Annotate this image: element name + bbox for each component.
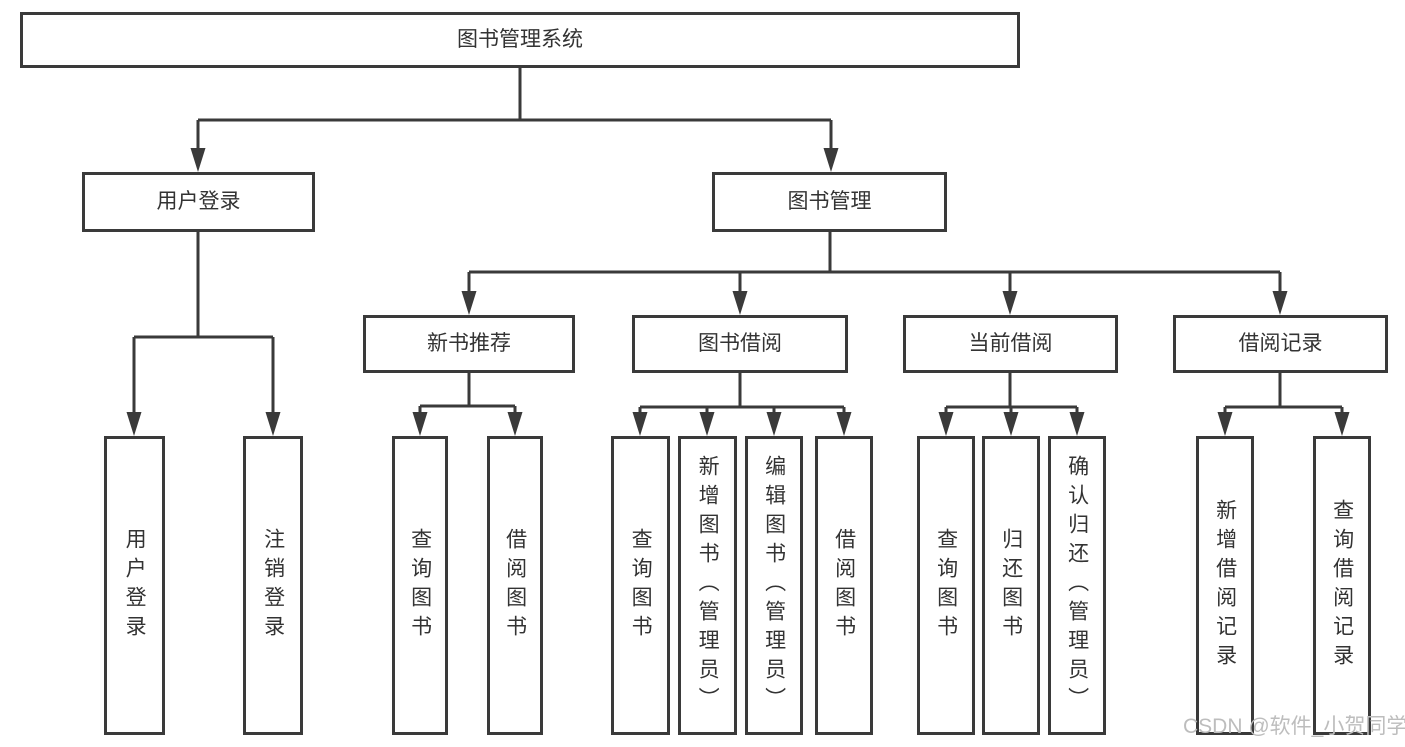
tree-connector-path xyxy=(132,68,1344,414)
arrow-down-icon xyxy=(190,148,206,172)
node-label: 借阅图书 xyxy=(832,527,856,644)
leaf-query-books-2: 查询图书 xyxy=(611,436,670,735)
node-label: 用户登录 xyxy=(156,190,241,214)
leaf-edit-book-admin: 编辑图书（管理员） xyxy=(745,436,803,735)
leaf-add-borrow-record: 新增借阅记录 xyxy=(1196,436,1254,735)
node-book-borrowing: 图书借阅 xyxy=(632,315,848,373)
node-label: 新增借阅记录 xyxy=(1213,498,1237,673)
node-label: 查询图书 xyxy=(629,527,653,644)
arrow-down-icon xyxy=(412,412,428,436)
leaf-confirm-return-admin: 确认归还（管理员） xyxy=(1048,436,1106,735)
arrow-down-icon xyxy=(507,412,523,436)
leaf-logout: 注销登录 xyxy=(243,436,303,735)
leaf-query-books-1: 查询图书 xyxy=(392,436,448,735)
arrow-down-icon xyxy=(1003,412,1019,436)
node-label: 新书推荐 xyxy=(427,332,511,356)
node-label: 确认归还（管理员） xyxy=(1065,455,1089,716)
leaf-return-book: 归还图书 xyxy=(982,436,1040,735)
arrow-down-icon xyxy=(632,412,648,436)
arrow-down-icon xyxy=(732,291,748,315)
node-borrowing-records: 借阅记录 xyxy=(1173,315,1388,373)
node-label: 编辑图书（管理员） xyxy=(762,455,786,716)
node-new-book-recommend: 新书推荐 xyxy=(363,315,575,373)
node-current-borrowing: 当前借阅 xyxy=(903,315,1118,373)
leaf-query-borrow-record: 查询借阅记录 xyxy=(1313,436,1371,735)
arrow-down-icon xyxy=(1272,291,1288,315)
arrow-down-icon xyxy=(461,291,477,315)
csdn-watermark: CSDN @软件_小贺同学 xyxy=(1183,715,1405,738)
arrow-down-icon xyxy=(1002,291,1018,315)
node-book-management: 图书管理 xyxy=(712,172,947,232)
node-label: 图书借阅 xyxy=(698,332,782,356)
node-label: 图书管理系统 xyxy=(457,28,583,52)
node-label: 归还图书 xyxy=(999,527,1023,644)
arrow-down-icon xyxy=(938,412,954,436)
leaf-borrow-books-2: 借阅图书 xyxy=(815,436,873,735)
node-label: 借阅记录 xyxy=(1238,332,1323,356)
node-label: 查询图书 xyxy=(934,527,958,644)
arrow-down-icon xyxy=(699,412,715,436)
node-label: 查询图书 xyxy=(408,527,432,644)
leaf-query-books-3: 查询图书 xyxy=(917,436,975,735)
node-root-system: 图书管理系统 xyxy=(20,12,1020,68)
arrow-down-icon xyxy=(1217,412,1233,436)
leaf-borrow-books-1: 借阅图书 xyxy=(487,436,543,735)
leaf-user-login: 用户登录 xyxy=(104,436,165,735)
arrow-down-icon xyxy=(766,412,782,436)
arrow-down-icon xyxy=(126,412,142,436)
arrow-down-icon xyxy=(836,412,852,436)
node-label: 当前借阅 xyxy=(968,332,1053,356)
arrowheads xyxy=(126,148,1350,436)
node-label: 图书管理 xyxy=(787,190,872,214)
node-label: 新增图书（管理员） xyxy=(696,455,720,716)
arrow-down-icon xyxy=(265,412,281,436)
node-label: 注销登录 xyxy=(261,527,285,644)
node-user-login: 用户登录 xyxy=(82,172,315,232)
arrow-down-icon xyxy=(823,148,839,172)
node-label: 借阅图书 xyxy=(503,527,527,644)
leaf-add-book-admin: 新增图书（管理员） xyxy=(678,436,737,735)
node-label: 查询借阅记录 xyxy=(1330,498,1354,673)
arrow-down-icon xyxy=(1069,412,1085,436)
arrow-down-icon xyxy=(1334,412,1350,436)
node-label: 用户登录 xyxy=(123,527,147,644)
